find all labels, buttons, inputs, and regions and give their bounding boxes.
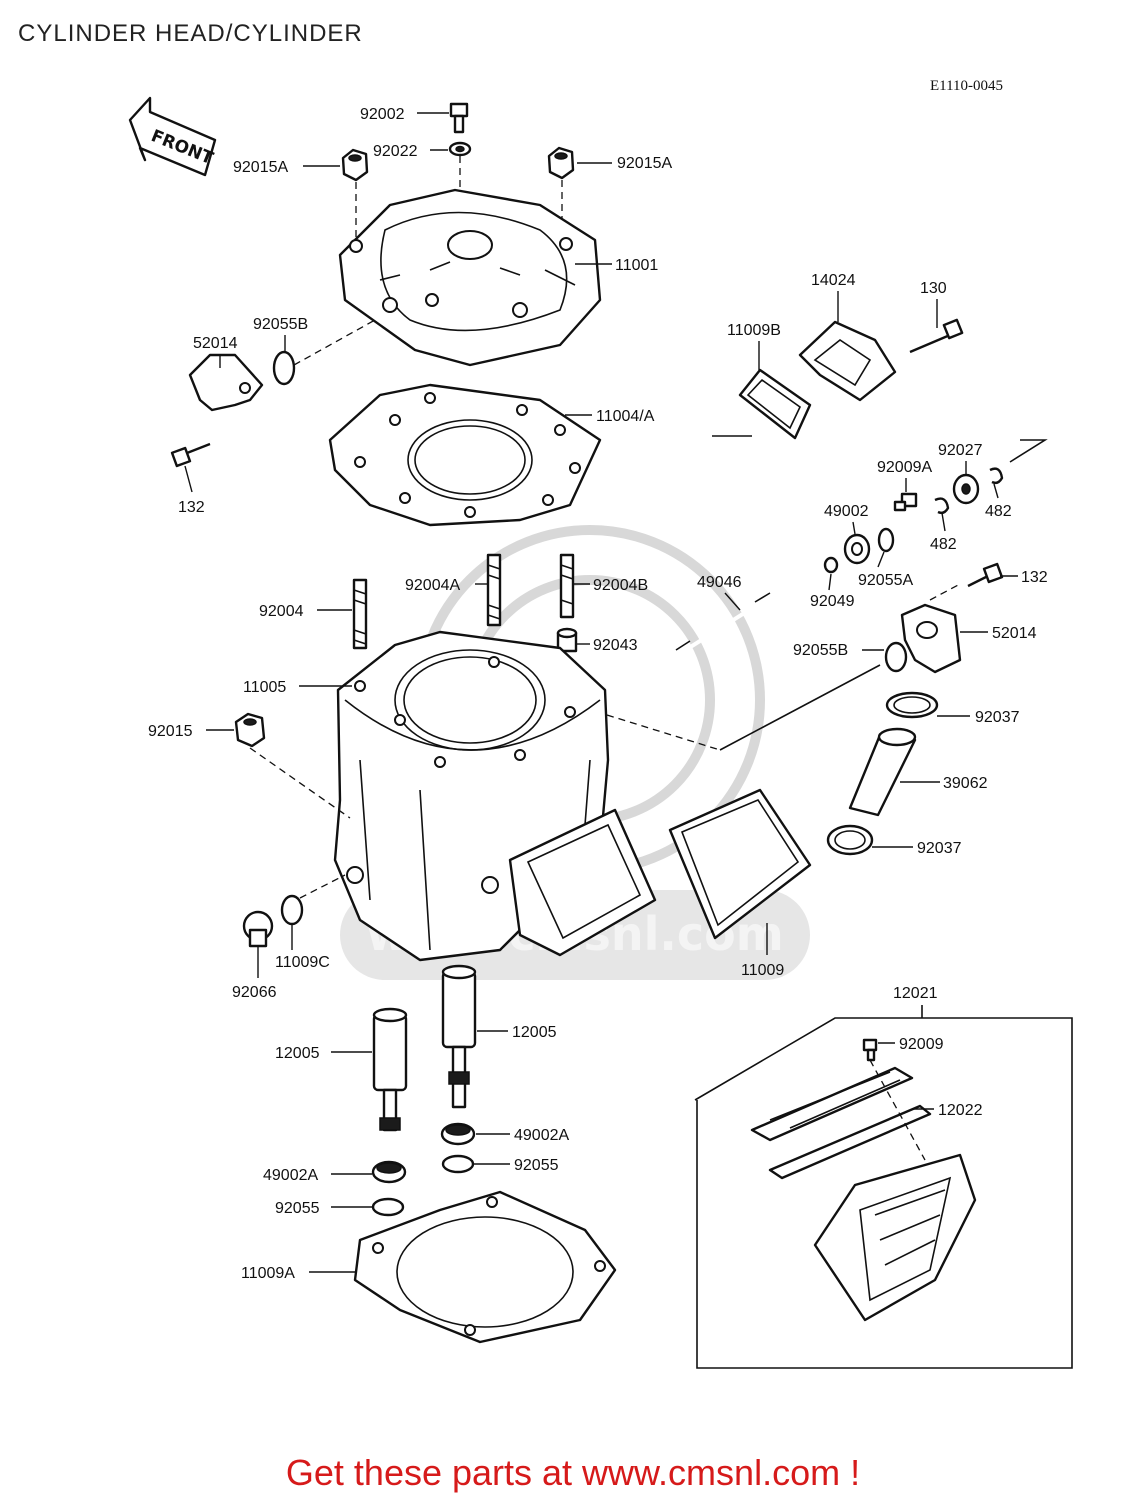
label-132-left: 132 (178, 499, 205, 516)
label-92015A-right: 92015A (617, 155, 672, 172)
circlip-482-lower (934, 497, 950, 515)
label-49002: 49002 (824, 503, 869, 520)
o-ring-92055B-right (884, 641, 908, 673)
page-title: CYLINDER HEAD/CYLINDER (18, 20, 363, 47)
label-130: 130 (920, 280, 947, 297)
label-12021: 12021 (893, 985, 938, 1002)
screw-92009 (862, 1038, 878, 1062)
leader-lines (184, 112, 1018, 1273)
bearing-49002A-right (440, 1122, 476, 1146)
bolt-130 (909, 318, 964, 354)
label-92004: 92004 (259, 603, 304, 620)
label-92009: 92009 (899, 1036, 944, 1053)
label-92004B: 92004B (593, 577, 648, 594)
valve-12005-right (441, 964, 477, 1109)
label-52014-right: 52014 (992, 625, 1037, 642)
label-11009B: 11009B (727, 322, 781, 339)
cylinder-head-11001 (338, 188, 602, 367)
o-ring-92055-right (441, 1154, 475, 1174)
label-132-right: 132 (1021, 569, 1048, 586)
label-12005-right: 12005 (512, 1024, 557, 1041)
cover-14024 (798, 320, 897, 402)
bearing-49002A-left (371, 1160, 407, 1184)
dowel-92043 (556, 627, 578, 653)
label-92004A: 92004A (405, 577, 460, 594)
water-fitting-52014-right (900, 603, 962, 674)
valve-shaft-49046 (663, 576, 802, 665)
water-fitting-52014-left (188, 353, 264, 412)
bushing-92027 (952, 473, 980, 505)
reed-petals-12022 (750, 1066, 932, 1180)
label-92055-right: 92055 (514, 1157, 559, 1174)
o-ring-92055B-left (272, 350, 296, 386)
front-arrow: FRONT (128, 96, 216, 177)
label-92009A: 92009A (877, 459, 932, 476)
label-92002: 92002 (360, 106, 405, 123)
stud-92004B (559, 553, 575, 619)
hose-39062 (848, 727, 917, 817)
label-11004A: 11004/A (596, 408, 655, 425)
label-39062: 39062 (943, 775, 988, 792)
gasket-11009 (668, 788, 812, 940)
label-92055B-left: 92055B (253, 316, 308, 333)
reed-valve-box-12021 (694, 1005, 1073, 1369)
label-11001: 11001 (615, 257, 658, 274)
gasket-11009B (738, 368, 812, 440)
label-12005-left: 12005 (275, 1045, 320, 1062)
label-49002A-left: 49002A (263, 1167, 318, 1184)
o-ring-92055A (877, 527, 895, 553)
nut-92015 (234, 712, 266, 748)
label-49002A-right: 49002A (514, 1127, 569, 1144)
hose-clamp-92037-bottom (826, 824, 874, 856)
bearing-49002 (843, 533, 871, 565)
reed-block (813, 1153, 977, 1322)
washer-92049 (823, 556, 839, 574)
label-92055-left: 92055 (275, 1200, 320, 1217)
bolt-132-left (170, 442, 211, 468)
hose-clamp-92037-top (885, 691, 939, 719)
label-92066: 92066 (232, 984, 277, 1001)
stud-92004A (486, 553, 502, 627)
intake-port-flange (508, 808, 657, 957)
head-gasket-11004A (328, 383, 602, 527)
label-11009C: 11009C (275, 954, 330, 971)
label-11005: 11005 (243, 679, 286, 696)
label-92037-bottom: 92037 (917, 840, 962, 857)
label-92055A: 92055A (858, 572, 913, 589)
bolt-92002 (449, 102, 469, 134)
circlip-482-upper (989, 467, 1004, 485)
drain-bolt-92066 (242, 910, 274, 948)
label-11009: 11009 (741, 962, 784, 979)
label-92037-top: 92037 (975, 709, 1020, 726)
label-11009A: 11009A (241, 1265, 295, 1282)
label-14024: 14024 (811, 272, 856, 289)
label-482-upper: 482 (985, 503, 1012, 520)
footer-promo-text[interactable]: Get these parts at www.cmsnl.com ! (285, 1452, 861, 1493)
valve-12005-left (372, 1007, 408, 1132)
label-92049: 92049 (810, 593, 855, 610)
label-92027: 92027 (938, 442, 983, 459)
bolt-132-right (967, 562, 1004, 588)
o-ring-92055-left (371, 1197, 405, 1217)
label-49046: 49046 (697, 574, 742, 591)
label-482-lower: 482 (930, 536, 957, 553)
label-52014-left: 52014 (193, 335, 238, 352)
nut-92015A-right (547, 146, 575, 180)
base-gasket-11009A (353, 1190, 617, 1344)
label-92055B-right: 92055B (793, 642, 848, 659)
diagram-code: E1110-0045 (930, 78, 1004, 94)
label-12022: 12022 (938, 1102, 983, 1119)
label-92015: 92015 (148, 723, 193, 740)
stud-92004 (352, 578, 368, 650)
nut-92015A-left (341, 148, 369, 182)
label-92015A-left: 92015A (233, 159, 288, 176)
washer-11009C (280, 894, 304, 926)
label-92022: 92022 (373, 143, 418, 160)
label-92043: 92043 (593, 637, 638, 654)
bolt-92009A (893, 492, 918, 512)
